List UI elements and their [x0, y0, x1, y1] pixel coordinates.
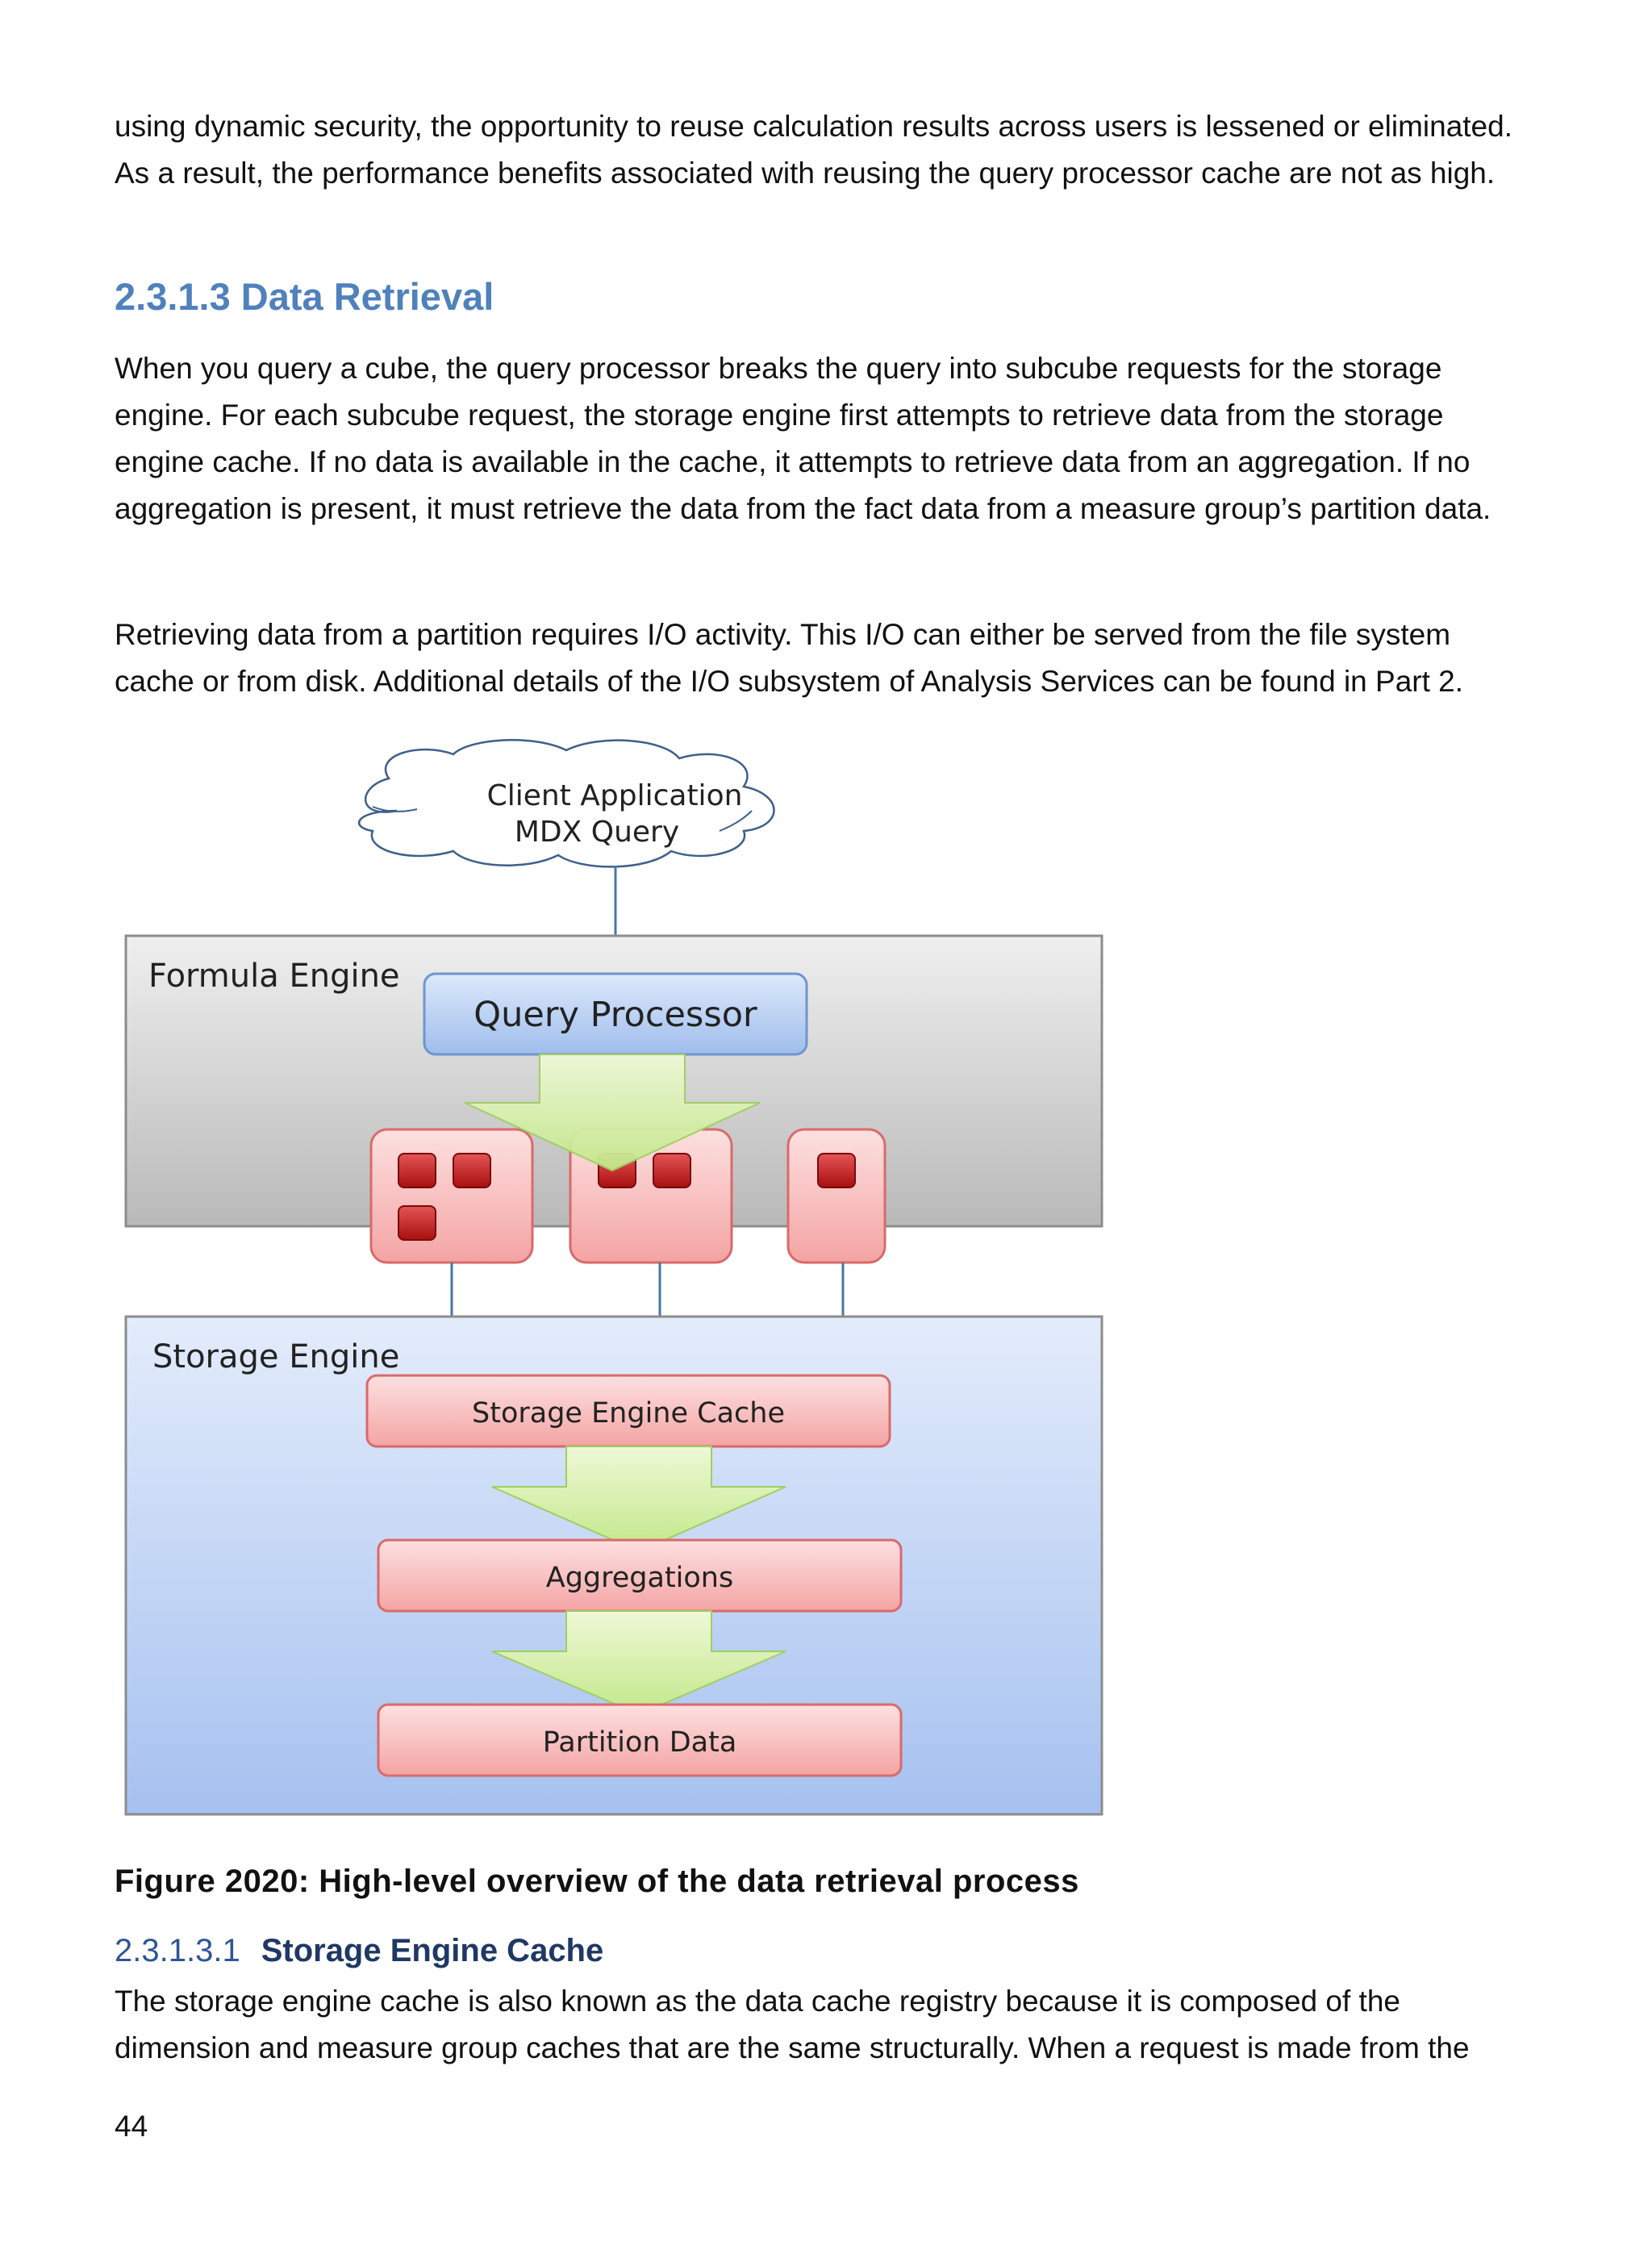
body-paragraph: When you query a cube, the query process… [115, 352, 1491, 525]
subsection-title: Storage Engine Cache [261, 1933, 604, 1968]
section-heading: 2.3.1.3 Data Retrieval [115, 275, 494, 318]
partition-data-label: Partition Data [543, 1726, 737, 1759]
data-retrieval-diagram: Client Application MDX Query Formula Eng… [124, 739, 1103, 1816]
body-paragraph: Retrieving data from a partition require… [115, 618, 1464, 698]
subsection-number: 2.3.1.3.1 [115, 1933, 240, 1968]
intro-paragraph: using dynamic security, the opportunity … [115, 110, 1512, 190]
subsection-paragraph: The storage engine cache is also known a… [115, 1985, 1470, 2064]
query-processor-box: Query Processor [423, 972, 808, 1056]
subcube-tile [369, 1128, 534, 1264]
page-number: 44 [115, 2110, 148, 2143]
client-application-label: Client Application [487, 779, 743, 812]
subcube-tile [786, 1128, 886, 1264]
storage-engine-label: Storage Engine [152, 1338, 399, 1375]
storage-engine-cache-box: Storage Engine Cache [365, 1374, 891, 1448]
storage-engine-cache-label: Storage Engine Cache [472, 1397, 785, 1430]
aggregations-box: Aggregations [377, 1538, 903, 1613]
query-processor-down-arrow [464, 1054, 761, 1172]
figure-caption: Figure 2020: High-level overview of the … [115, 1864, 1079, 1899]
mdx-query-label: MDX Query [515, 816, 679, 849]
partition-data-box: Partition Data [377, 1703, 903, 1777]
cache-down-arrow [491, 1446, 786, 1553]
aggregations-label: Aggregations [546, 1562, 733, 1594]
client-cloud: Client Application MDX Query [357, 739, 775, 868]
formula-engine-label: Formula Engine [148, 958, 400, 995]
subsection-heading: 2.3.1.3.1 Storage Engine Cache [115, 1933, 603, 1969]
aggregations-down-arrow [491, 1610, 786, 1716]
query-processor-label: Query Processor [473, 995, 757, 1035]
